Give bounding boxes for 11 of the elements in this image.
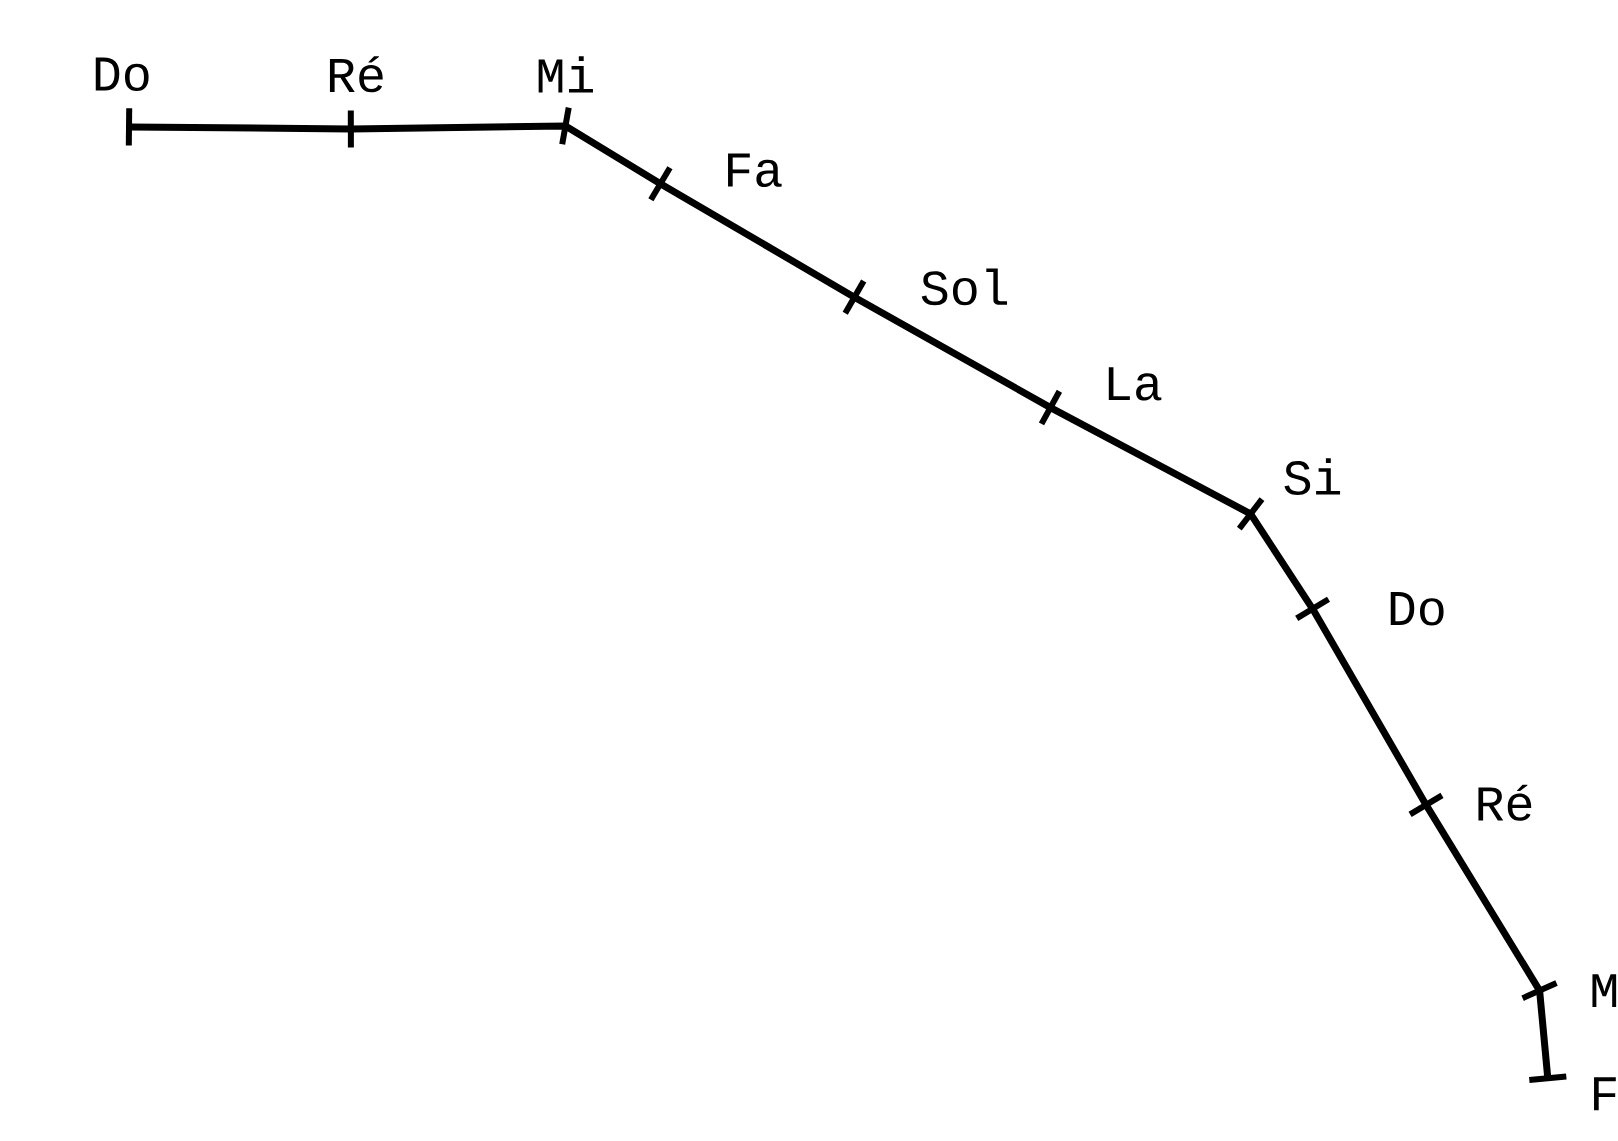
note-label: Ré	[1478, 784, 1532, 821]
note-label: Do	[95, 57, 149, 91]
note-label: F	[1594, 1077, 1616, 1111]
note-label: M	[1592, 974, 1617, 1008]
note-label: Si	[1284, 458, 1341, 496]
note-label: La	[1108, 367, 1162, 401]
note-label: Fa	[728, 153, 782, 187]
note-label: Do	[1390, 592, 1444, 626]
note-label: Ré	[329, 56, 383, 93]
note-label: Sol	[921, 268, 1008, 306]
note-label: Mi	[538, 56, 593, 93]
